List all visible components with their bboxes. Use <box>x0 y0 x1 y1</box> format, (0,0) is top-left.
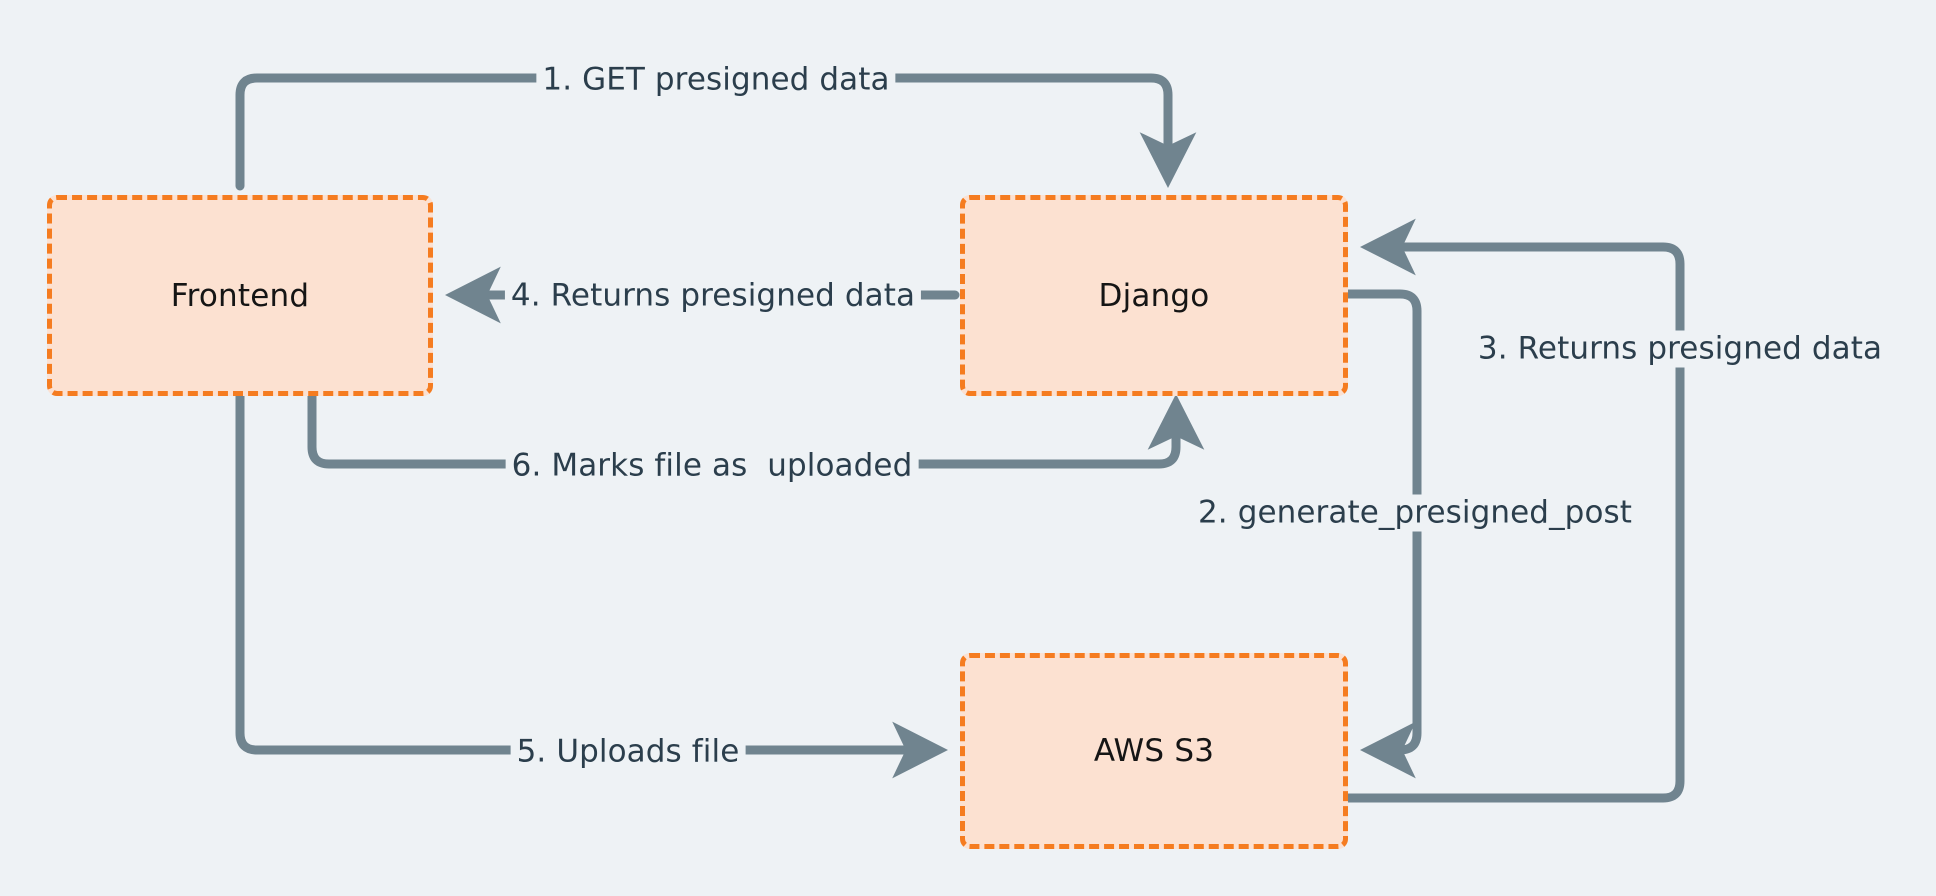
edge-label-3: 3. Returns presigned data <box>1471 330 1889 368</box>
node-frontend[interactable]: Frontend <box>47 195 433 396</box>
connector-3 <box>1343 218 1685 803</box>
edge-label-5: 5. Uploads file <box>510 733 746 771</box>
node-django[interactable]: Django <box>960 195 1348 396</box>
node-django-label: Django <box>1098 277 1210 314</box>
edge-label-2: 2. generate_presigned_post <box>1191 494 1639 532</box>
node-frontend-label: Frontend <box>170 277 310 314</box>
node-aws-s3[interactable]: AWS S3 <box>960 653 1348 849</box>
connector-5 <box>235 391 949 779</box>
edge-label-4: 4. Returns presigned data <box>504 277 922 315</box>
edge-label-6: 6. Marks file as uploaded <box>505 447 919 485</box>
edge-label-1: 1. GET presigned data <box>536 61 896 99</box>
node-aws-s3-label: AWS S3 <box>1093 733 1215 769</box>
